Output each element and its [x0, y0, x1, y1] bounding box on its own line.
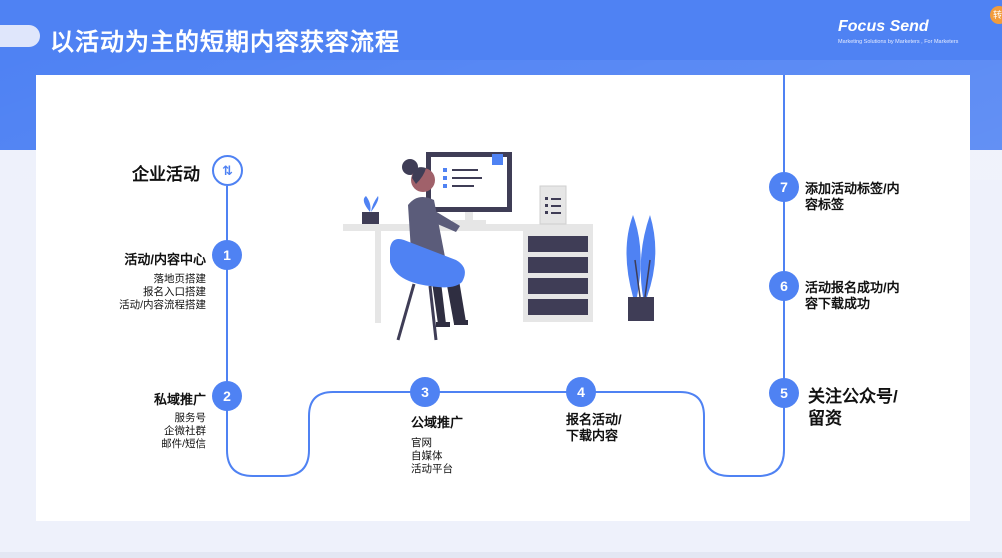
- step-2-title: 私域推广: [153, 392, 206, 407]
- step-2-item: 企微社群: [164, 425, 206, 437]
- drawer-2: [528, 257, 588, 273]
- drawer-1: [528, 236, 588, 252]
- step-3-item: 官网: [411, 437, 432, 449]
- step-2-item: 邮件/短信: [161, 438, 206, 450]
- logo-tagline: Marketing Solutions by Marketers , For M…: [838, 39, 959, 45]
- chair-seat: [390, 239, 465, 288]
- focussend-logo: Focus Send: [838, 18, 929, 35]
- step-1-items: 落地页搭建 报名入口搭建 活动/内容流程搭建: [96, 273, 206, 312]
- plant-leaf-2: [640, 215, 656, 297]
- step-1-node: 1: [212, 240, 242, 270]
- step-3-items: 官网 自媒体 活动平台: [411, 437, 453, 476]
- step-3-node: 3: [410, 377, 440, 407]
- step-2-node: 2: [212, 381, 242, 411]
- step-5-title: 关注公众号/ 留资: [808, 387, 898, 428]
- step-3-item: 自媒体: [411, 450, 443, 462]
- bottom-bar: [0, 552, 1002, 558]
- step-7-title: 添加活动标签/内 容标签: [805, 181, 900, 212]
- desk-leg: [375, 231, 381, 323]
- start-label: 企业活动: [132, 165, 200, 184]
- screen-badge: [492, 154, 503, 165]
- step-4-node: 4: [566, 377, 596, 407]
- step-3-title: 公域推广: [411, 415, 464, 430]
- step-1-item: 落地页搭建: [153, 273, 207, 285]
- page-title: 以活动为主的短期内容获容流程: [50, 29, 400, 56]
- drawer-3: [528, 278, 588, 294]
- step-6-node: 6: [769, 271, 799, 301]
- step-1-title: 活动/内容中心: [124, 252, 206, 267]
- floor-plant-pot: [628, 297, 654, 321]
- drawer-4: [528, 299, 588, 315]
- desk-illustration: [343, 152, 656, 341]
- refresh-arrows-icon: ⇅: [212, 155, 243, 186]
- flow-path: [226, 75, 785, 477]
- content-card: [36, 75, 970, 521]
- step-4-title: 报名活动/ 下载内容: [566, 412, 622, 443]
- corner-badge: 转: [990, 6, 1002, 24]
- step-6-title: 活动报名成功/内 容下载成功: [805, 280, 900, 311]
- step-3-item: 活动平台: [411, 463, 453, 475]
- step-5-node: 5: [769, 378, 799, 408]
- step-7-node: 7: [769, 172, 799, 202]
- desk-plant-pot: [362, 212, 379, 224]
- step-1-item: 活动/内容流程搭建: [119, 299, 206, 311]
- step-2-item: 服务号: [174, 412, 207, 424]
- step-1-item: 报名入口搭建: [143, 286, 206, 298]
- monitor-screen: [431, 157, 507, 207]
- desk-top: [343, 224, 593, 231]
- flow-connector: [226, 75, 785, 477]
- title-pill-decoration: [0, 25, 40, 47]
- step-2-items: 服务号 企微社群 邮件/短信: [96, 412, 206, 451]
